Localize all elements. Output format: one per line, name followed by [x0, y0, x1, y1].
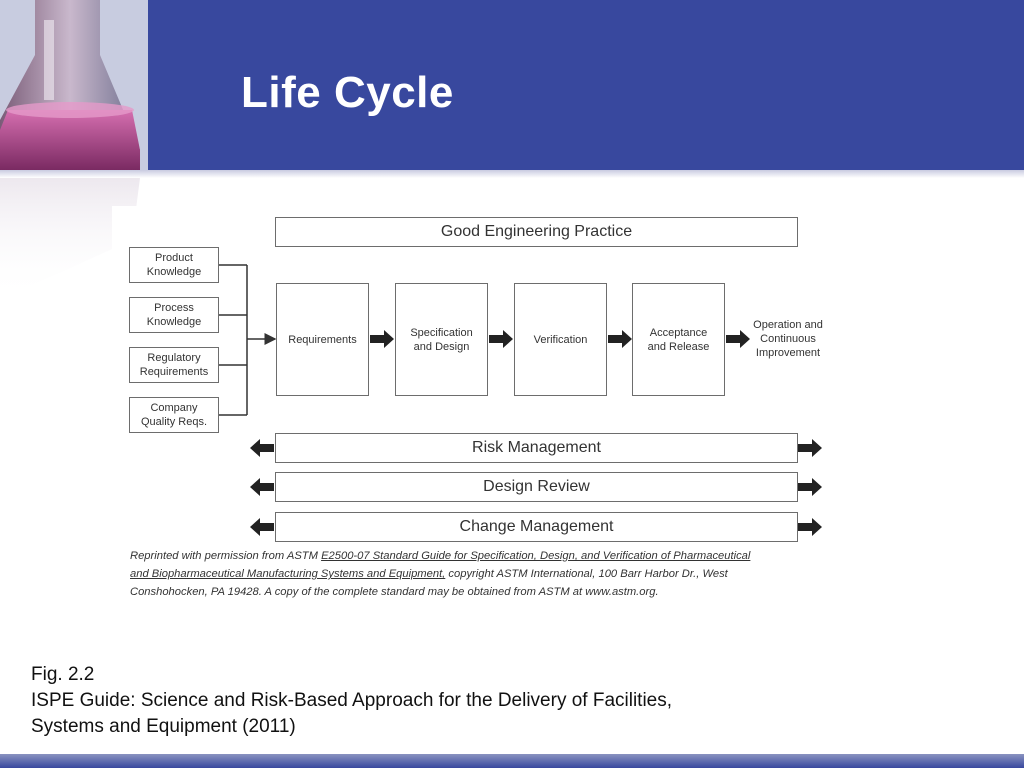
outcome-label: Continuous [760, 333, 816, 345]
caption-figure-number: Fig. 2.2 [31, 664, 95, 685]
outcome-label: Operation and [753, 319, 823, 331]
risk-management-band: Risk Management [275, 433, 798, 463]
stage-label: Acceptance [649, 326, 708, 339]
stage-label: Requirements [288, 333, 357, 346]
reprint-copyright: copyright ASTM International, 100 Barr H… [445, 568, 728, 580]
input-label: Company [150, 402, 198, 414]
stage-label: and Design [413, 340, 470, 353]
band-label: Change Management [459, 518, 614, 535]
input-label: Quality Reqs. [140, 416, 208, 428]
outcome-operation-continuous-improvement: Operation and Continuous Improvement [742, 318, 834, 360]
header-bar [0, 0, 1024, 170]
slide-title: Life Cycle [241, 68, 454, 117]
stage-label: and Release [647, 340, 710, 353]
band-label: Good Engineering Practice [440, 223, 633, 240]
input-label: Knowledge [146, 316, 202, 328]
change-management-band: Change Management [275, 512, 798, 542]
outcome-label: Improvement [755, 347, 821, 359]
band-label: Design Review [483, 478, 590, 495]
input-connector-lines [219, 264, 277, 416]
stage-label: Specification [410, 326, 473, 339]
standard-title-link: E2500-07 Standard Guide for Specificatio… [321, 550, 751, 562]
reprint-permission-note: Reprinted with permission from ASTM E250… [130, 547, 870, 601]
figure-caption: Fig. 2.2 ISPE Guide: Science and Risk-Ba… [31, 662, 672, 740]
stage-verification: Verification [514, 283, 607, 396]
band-label: Risk Management [472, 439, 601, 456]
input-label: Requirements [139, 366, 209, 378]
caption-source-line: ISPE Guide: Science and Risk-Based Appro… [31, 690, 673, 711]
good-engineering-practice-band: Good Engineering Practice [275, 217, 798, 247]
footer-bar [0, 754, 1024, 768]
stage-requirements: Requirements [276, 283, 369, 396]
input-label: Knowledge [146, 266, 202, 278]
input-label: Product [155, 252, 193, 264]
band-arrows [250, 439, 822, 536]
flask-photo [0, 0, 148, 300]
input-label: Regulatory [147, 352, 201, 364]
reprint-prefix: Reprinted with permission from ASTM [130, 550, 322, 562]
reprint-address: Conshohocken, PA 19428. A copy of the co… [130, 586, 659, 598]
stage-flow-arrows [370, 330, 750, 348]
design-review-band: Design Review [275, 472, 798, 502]
stage-label: Verification [533, 333, 588, 346]
caption-source-line: Systems and Equipment (2011) [31, 716, 296, 737]
diagram-connectors [219, 264, 822, 536]
standard-title-link: and Biopharmaceutical Manufacturing Syst… [130, 568, 446, 580]
input-label: Process [154, 302, 194, 314]
header-shadow [0, 170, 1024, 178]
